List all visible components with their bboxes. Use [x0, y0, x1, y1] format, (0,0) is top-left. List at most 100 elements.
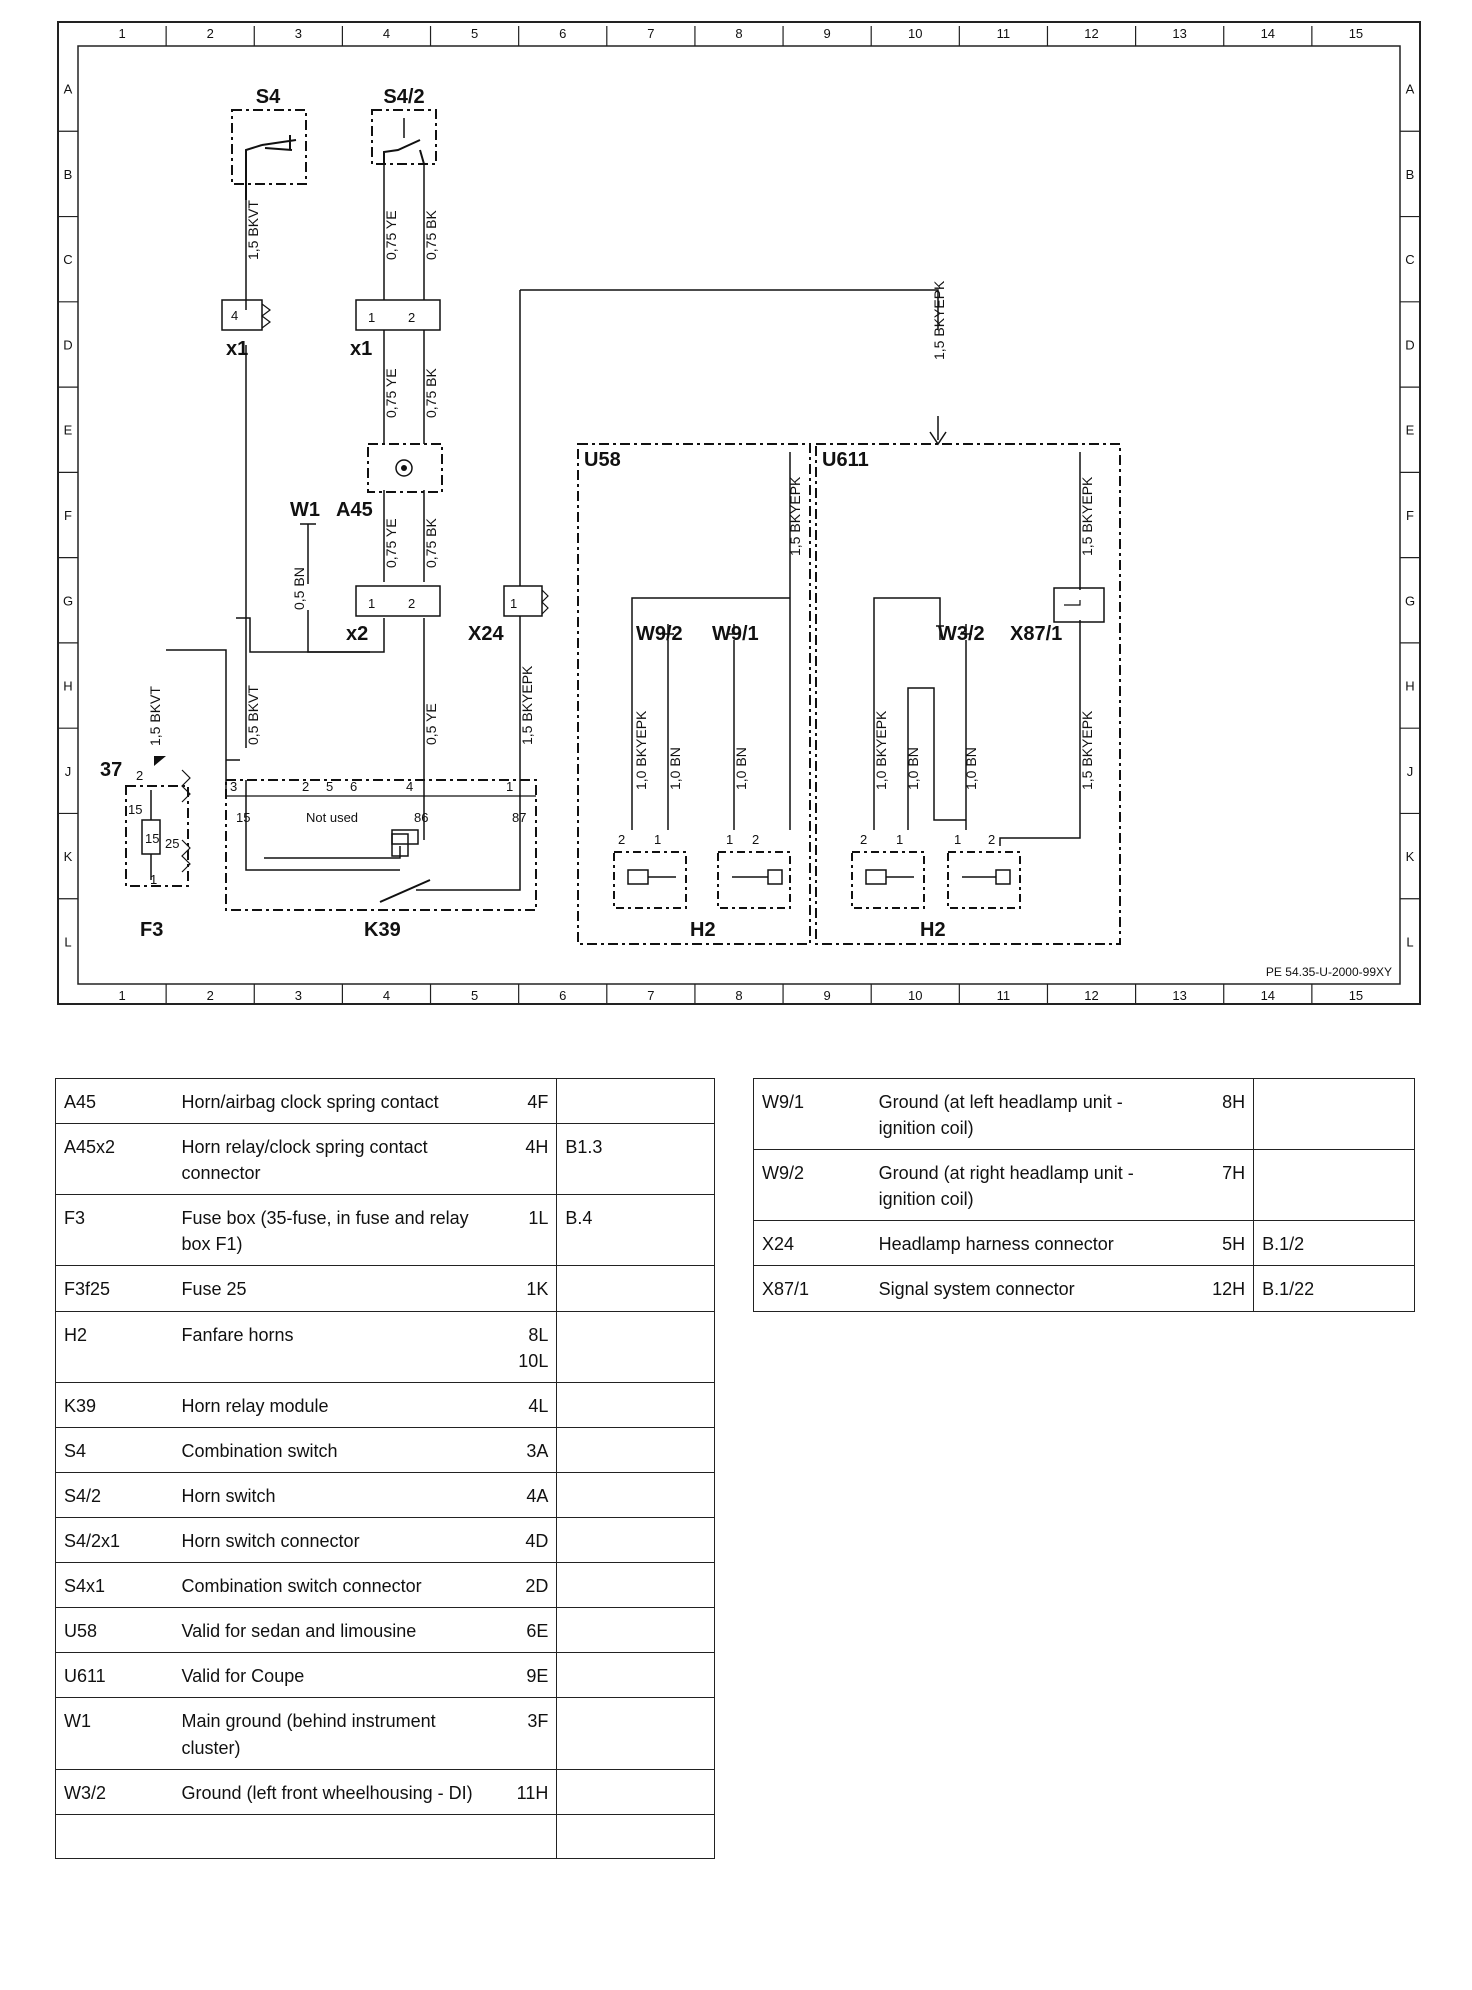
diagram-text: 1	[726, 832, 733, 847]
u58-variant-block: U58 1,5 BKYEPK W9/2 W9/1 1,0 BKYEPK 1,0 …	[577, 443, 811, 945]
w1-label: W1	[290, 499, 320, 521]
legend-description	[173, 1813, 485, 1859]
s4-label: S4	[256, 86, 281, 108]
diagram-text: 1,0 BN	[733, 747, 749, 790]
column-label-15-top: 15	[1349, 26, 1363, 41]
diagram-text: 1,0 BKYEPK	[633, 710, 649, 790]
column-label-14-bottom: 14	[1261, 988, 1275, 1003]
legend-description: Ground (left front wheelhousing - DI)	[173, 1768, 485, 1815]
diagram-text: 15	[236, 810, 250, 825]
a45-label: A45	[336, 499, 373, 521]
diagram-text: 2	[752, 832, 759, 847]
legend-grid-location: 2D	[484, 1562, 558, 1609]
legend-grid-location-value: 3F	[527, 1711, 549, 1732]
wire-s4-2-ye	[236, 164, 385, 653]
legend-grid-location: 4H	[484, 1123, 558, 1196]
diagram-text: 1,0 BN	[667, 747, 683, 790]
legend-grid-location: 4L	[484, 1381, 558, 1428]
column-label-8-bottom: 8	[735, 988, 742, 1003]
h2-left-label: H2	[690, 919, 716, 941]
legend-description: Fuse 25	[173, 1265, 485, 1312]
diagram-text: 1,5 BKVT	[147, 686, 163, 746]
diagram-text: 87	[512, 810, 526, 825]
legend-row	[55, 1813, 715, 1859]
column-label-12-top: 12	[1084, 26, 1098, 41]
u58-label: U58	[584, 449, 621, 471]
wire-u58-u611-feed	[929, 416, 947, 446]
f3-fuse-box: 1,5 BKVT 37 2 15 15 25 1 F3	[100, 649, 240, 941]
legend-code: A45	[55, 1077, 174, 1125]
legend-code: U611	[55, 1652, 174, 1699]
legend-grid-location-value: 5H	[1222, 1234, 1246, 1255]
legend-grid-location-value: 4L	[528, 1395, 549, 1416]
diagram-text: 2	[136, 768, 143, 783]
w9-1-label: W9/1	[712, 623, 759, 645]
legend-grid-location: 12H	[1179, 1265, 1255, 1312]
k39-horn-relay-module: 3 2 5 6 4 1 15 86 87 Not used K39	[225, 779, 537, 941]
row-label-A-right: A	[1406, 82, 1415, 97]
row-label-H-right: H	[1405, 679, 1414, 694]
row-label-J-right: J	[1407, 764, 1414, 779]
diagram-text: 1,5 BKYEPK	[1079, 476, 1095, 556]
legend-grid-location-value: 6E	[526, 1621, 549, 1642]
legend-grid-location: 8H	[1179, 1077, 1255, 1151]
legend-code: H2	[55, 1310, 174, 1383]
column-label-11-bottom: 11	[997, 988, 1011, 1003]
row-label-L-right: L	[1406, 934, 1413, 949]
u611-variant-block: U611 1,5 BKYEPK 1,5 BKYEPK W3/2 X87/1 1,…	[815, 443, 1121, 945]
legend-description: Combination switch connector	[173, 1562, 485, 1609]
legend-description: Ground (at right headlamp unit - ignitio…	[870, 1149, 1180, 1222]
column-label-7-top: 7	[647, 26, 654, 41]
diagram-text: 4	[406, 779, 413, 794]
row-label-F-left: F	[64, 508, 72, 523]
diagram-text: 1	[368, 596, 375, 611]
row-label-C-left: C	[63, 252, 72, 267]
column-label-13-top: 13	[1172, 26, 1186, 41]
legend-grid-location-value: 1K	[526, 1279, 549, 1300]
row-label-A-left: A	[64, 82, 73, 97]
row-label-B-left: B	[64, 167, 73, 182]
legend-reference	[556, 1381, 715, 1428]
x2-label: x2	[346, 623, 368, 645]
legend-description: Valid for Coupe	[173, 1652, 485, 1699]
diagram-text: 1	[954, 832, 961, 847]
legend-code: W9/1	[752, 1077, 871, 1151]
legend-description: Fanfare horns	[173, 1310, 485, 1383]
legend-reference	[556, 1265, 715, 1312]
legend-code: K39	[55, 1381, 174, 1428]
legend-description: Horn relay module	[173, 1381, 485, 1428]
column-label-11-top: 11	[997, 26, 1011, 41]
x24-label: X24	[468, 623, 504, 645]
legend-grid-location-value-2: 10L	[518, 1350, 549, 1371]
row-label-K-right: K	[1406, 849, 1415, 864]
diagram-text: 1,5 BKYEPK	[1079, 710, 1095, 790]
s4-2-horn-switch: S4/2	[371, 86, 437, 165]
legend-description: Main ground (behind instrument cluster)	[173, 1697, 485, 1770]
column-label-10-bottom: 10	[908, 988, 922, 1003]
legend-description: Horn/airbag clock spring contact	[173, 1077, 485, 1125]
column-label-9-top: 9	[824, 26, 831, 41]
diagram-text: 0,5 BN	[291, 567, 307, 610]
diagram-text: 0,75 YE	[383, 518, 399, 568]
diagram-text: 1	[510, 596, 517, 611]
diagram-text: 2	[408, 596, 415, 611]
x87-1-label: X87/1	[1010, 623, 1062, 645]
row-label-G-right: G	[1405, 593, 1415, 608]
legend-grid-location-value: 11H	[516, 1782, 549, 1803]
diagram-text: 2	[302, 779, 309, 794]
diagram-text: 1,5 BKYEPK	[519, 665, 535, 745]
legend-code	[55, 1813, 174, 1859]
legend-reference	[1253, 1149, 1415, 1222]
legend-description: Headlamp harness connector	[870, 1220, 1180, 1267]
legend-code: W1	[55, 1697, 174, 1770]
row-label-D-left: D	[63, 337, 72, 352]
diagram-text: 0,5 YE	[423, 703, 439, 745]
legend-grid-location-value: 4H	[525, 1137, 549, 1158]
legend-code: U58	[55, 1607, 174, 1654]
